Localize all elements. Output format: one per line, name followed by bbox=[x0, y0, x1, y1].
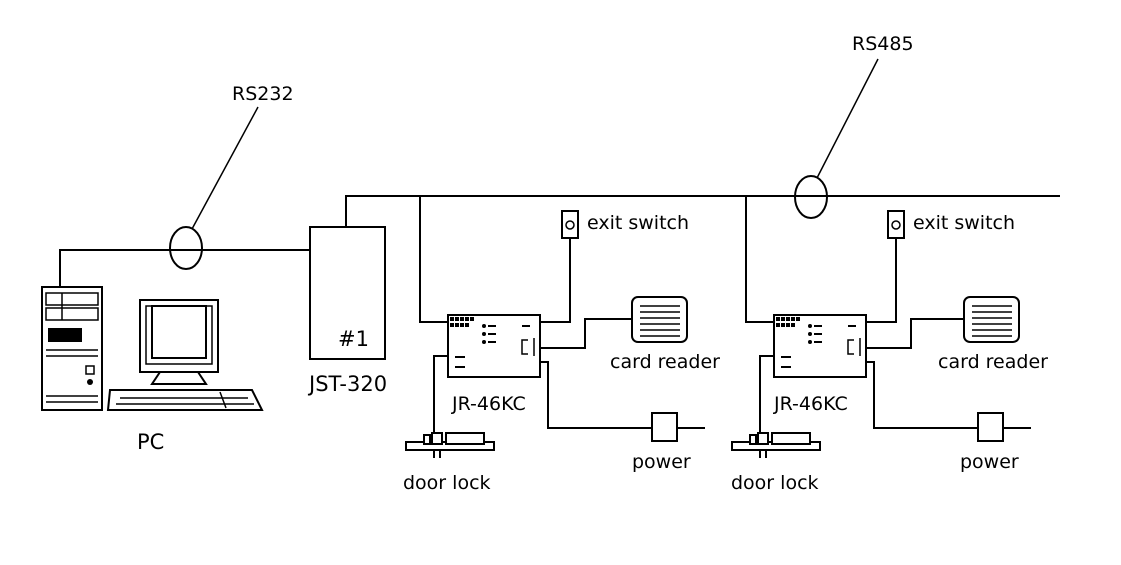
rs232-label: RS232 bbox=[232, 83, 294, 105]
pc-label: PC bbox=[137, 430, 164, 454]
exit-switch-2 bbox=[887, 210, 905, 239]
controller-label-1: JR-46KC bbox=[451, 393, 526, 415]
pc-computer bbox=[41, 286, 264, 411]
controller-label-2: JR-46KC bbox=[773, 393, 848, 415]
rs232-cable bbox=[59, 249, 310, 287]
rs232-leader-line bbox=[191, 106, 259, 230]
rs485-label: RS485 bbox=[852, 33, 914, 55]
exit-switch-1 bbox=[561, 210, 579, 239]
rs485-leader-line bbox=[816, 58, 879, 179]
rs485-bus-marker bbox=[794, 175, 828, 219]
card-reader-label-2: card reader bbox=[938, 351, 1048, 373]
controller-unit-1 bbox=[405, 196, 705, 458]
exit-switch-label-1: exit switch bbox=[587, 212, 689, 234]
door-lock-label-2: door lock bbox=[731, 472, 819, 494]
converter-id-label: #1 bbox=[338, 327, 369, 351]
door-lock-2 bbox=[731, 432, 821, 458]
rs232-cable-marker bbox=[169, 226, 203, 270]
exit-switch-label-2: exit switch bbox=[913, 212, 1015, 234]
power-label-2: power bbox=[960, 451, 1019, 473]
jst320-converter bbox=[309, 226, 386, 360]
converter-model-label: JST-320 bbox=[307, 372, 387, 396]
door-lock-1 bbox=[405, 432, 495, 458]
power-label-1: power bbox=[632, 451, 691, 473]
power-supply-2 bbox=[977, 412, 1004, 442]
rs485-bus bbox=[345, 195, 1060, 227]
door-lock-label-1: door lock bbox=[403, 472, 491, 494]
power-supply-1 bbox=[651, 412, 678, 442]
card-reader-label-1: card reader bbox=[610, 351, 720, 373]
controller-unit-2 bbox=[731, 196, 1031, 458]
